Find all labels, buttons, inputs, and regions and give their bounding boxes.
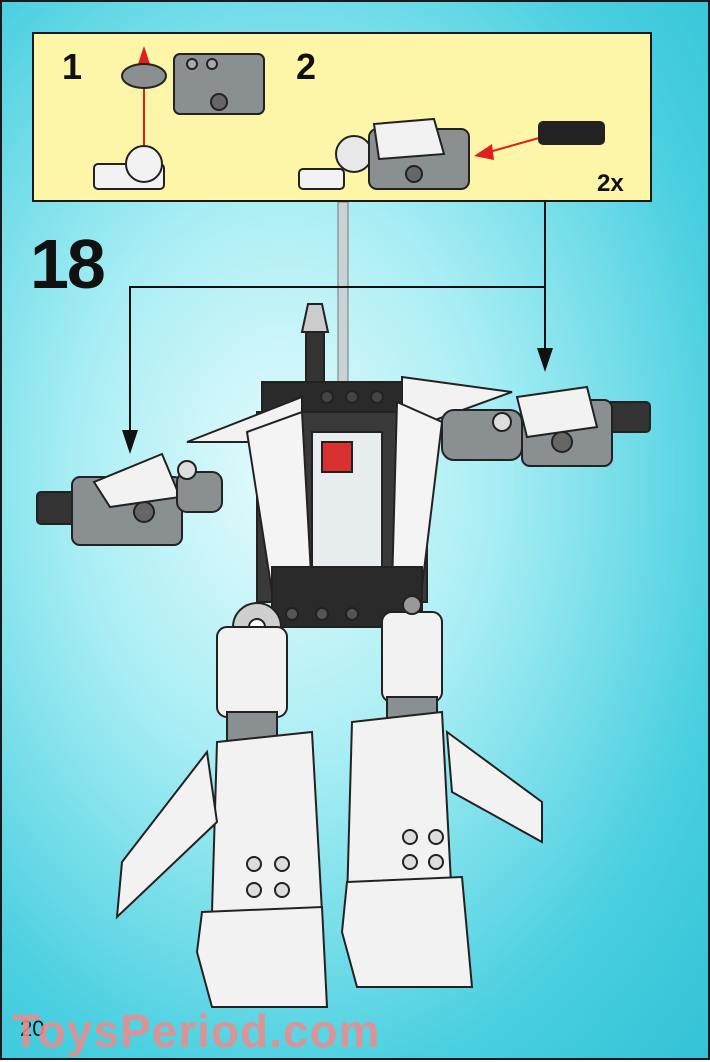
arrow-head-left (122, 430, 138, 454)
substep-2-parts (298, 117, 605, 190)
substep-2-number: 2 (296, 46, 317, 87)
step-number: 18 (30, 225, 106, 303)
robot-model (36, 303, 651, 1008)
multiplier-label: 2x (597, 170, 624, 197)
sub-assembly-callout: 1 2 2x (32, 32, 652, 202)
substep-1-number: 1 (62, 46, 83, 87)
watermark-text: ToysPeriod.com (12, 1005, 381, 1057)
substep-1-parts (93, 46, 265, 190)
callout-illustration (93, 46, 605, 190)
arrow-head-right (537, 348, 553, 372)
page-number: 20 (20, 1016, 45, 1041)
